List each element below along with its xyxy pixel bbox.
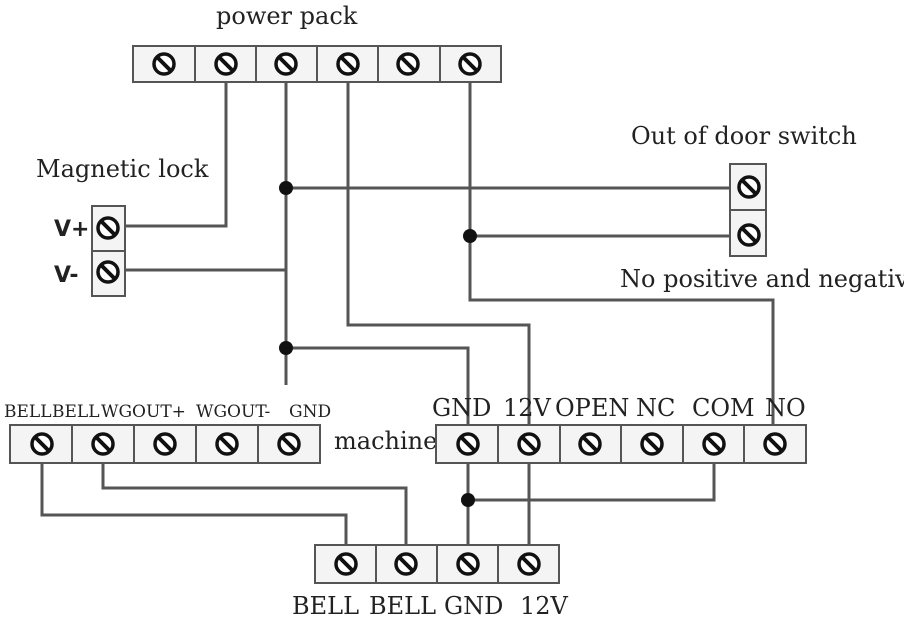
screw-terminal [336,52,360,76]
screw-terminal [763,432,787,456]
wire-power-12v-to-machine [346,68,531,440]
left-terminal-block [9,424,321,464]
power-pack-block [132,45,502,83]
screw-terminal [30,432,54,456]
terminal-label: 12V [520,592,569,620]
junctions [279,181,477,507]
terminal-label: BELL [369,592,436,620]
terminal-label: OPEN [555,394,629,422]
terminal-label: 12V [503,394,552,422]
terminal-label: GND [444,592,503,620]
left-terminal-labels: BELL BELL WGOUT+ WGOUT- GND [4,402,331,422]
terminal-label: GND [289,402,331,422]
v-plus-label: V+ [54,217,89,242]
terminal-label: WGOUT+ [101,402,186,422]
screw-terminal [737,223,761,247]
terminal-label: GND [432,394,491,422]
wires [40,68,775,562]
door-switch-block [729,163,767,257]
screw-terminal [396,52,420,76]
magnetic-lock-label: Magnetic lock [36,155,209,183]
screw-terminal [152,52,176,76]
power-pack-label: power pack [216,2,358,30]
screw-terminal [394,552,418,576]
terminal-label: BELL [4,402,51,422]
junction-dot [463,229,477,243]
screw-terminal [458,52,482,76]
right-terminal-block [435,424,807,464]
screw-terminal [702,432,726,456]
screw-terminal [274,52,298,76]
wire-power-to-switch-and-no [468,68,775,440]
screw-terminal [91,432,115,456]
wire-bell1 [40,445,348,562]
bottom-terminal-labels: BELL BELL GND 12V [292,592,569,620]
wire-gnd-to-machine-gnd [286,346,470,440]
right-terminal-labels: GND 12V OPEN NC COM NO [432,394,806,422]
wire-power-to-vplus [120,68,228,228]
screw-terminal [277,432,301,456]
screw-terminal [737,175,761,199]
screw-terminal [517,552,541,576]
machine-label: machine [334,427,437,455]
terminal-label: COM [692,394,755,422]
screw-terminal [517,432,541,456]
screw-terminal [96,260,120,284]
screw-terminal [214,52,238,76]
door-switch-label: Out of door switch [631,122,857,150]
v-minus-label: V- [54,263,79,288]
terminal-label: NO [765,394,806,422]
terminal-label: BELL [292,592,359,620]
screw-terminal [578,432,602,456]
magnetic-lock-block [91,205,126,297]
screw-terminal [153,432,177,456]
screw-terminal [334,552,358,576]
wire-bell2 [101,445,408,562]
screw-terminal [215,432,239,456]
terminal-label: BELL [52,402,99,422]
screw-terminal [640,432,664,456]
screw-terminal [456,552,480,576]
terminal-label: NC [636,394,675,422]
terminal-label: WGOUT- [196,402,270,422]
screw-terminal [456,432,480,456]
junction-dot [461,493,475,507]
junction-dot [279,181,293,195]
bottom-terminal-block [314,544,560,584]
no-polarity-note: No positive and negative [620,265,904,293]
screw-terminal [96,216,120,240]
junction-dot [279,341,293,355]
